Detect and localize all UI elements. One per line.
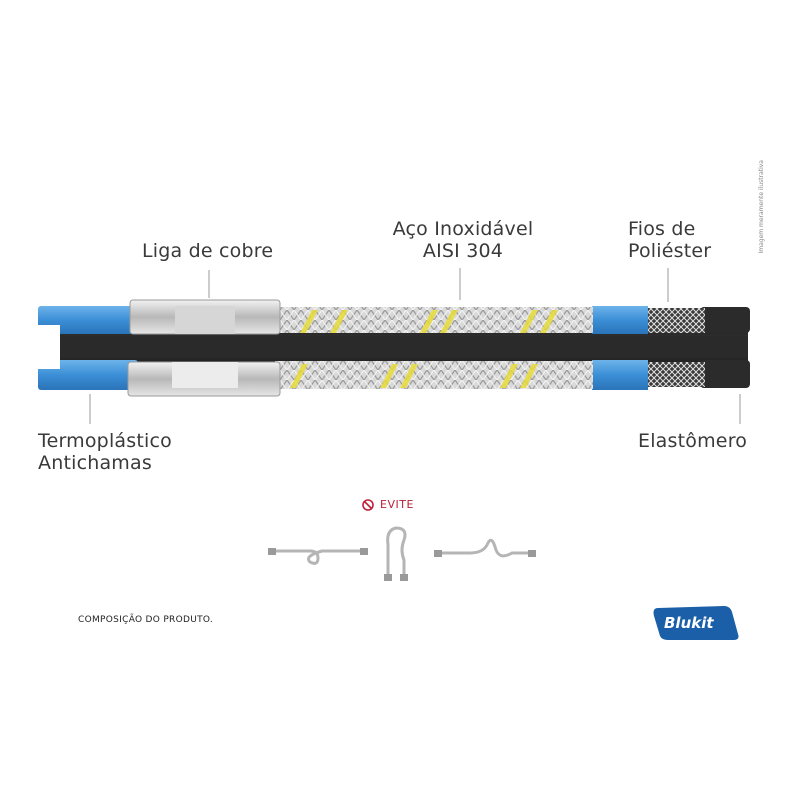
label-aco-inoxidavel: Aço Inoxidável AISI 304 [388,218,538,262]
illustrative-image-note: Imagem meramente ilustrativa [758,160,765,254]
polyester-mesh-top [645,308,705,333]
blue-thermoplastic-top-left [38,306,138,334]
avoid-loop-hose [270,549,366,565]
avoid-folded-hose [386,526,407,577]
evite-label: EVITE [380,498,414,511]
label-fios-de-poliester: Fios de Poliéster [628,218,711,262]
steel-braid-bottom [275,361,593,389]
prohibited-icon [362,498,374,511]
blue-thermoplastic-top-right [592,306,648,334]
label-liga-line-1: Liga de cobre [142,240,274,262]
label-aco-line-2: AISI 304 [422,240,504,262]
hose-bore [58,336,748,356]
product-composition-caption: COMPOSIÇÃO DO PRODUTO. [78,615,214,625]
label-liga-de-cobre: Liga de cobre [142,240,273,262]
label-termo-line-2: Antichamas [38,452,152,474]
label-fios-line-2: Poliéster [628,240,712,262]
blue-thermoplastic-bottom-right [592,360,648,390]
elastomer-end-bottom [700,360,750,388]
evite-warning: EVITE [362,498,414,511]
label-termo-line-1: Termoplástico [38,430,172,452]
avoid-twisted-hose [436,538,534,558]
label-fios-line-1: Fios de [628,218,696,240]
label-elast-line-1: Elastômero [638,430,748,452]
blue-thermoplastic-bottom-left [38,360,138,390]
blukit-logo [653,606,739,640]
avoid-diagram-fittings [268,548,536,581]
avoid-diagrams [270,526,534,577]
label-termoplastico-antichamas: Termoplástico Antichamas [38,430,172,474]
yellow-braid-strands [290,310,558,388]
copper-alloy-sleeve-neck-bottom [172,362,238,388]
hose-left-opening [38,325,60,369]
label-aco-line-1: Aço Inoxidável [392,218,534,240]
blukit-logo-text: Blukit [664,614,714,632]
label-elastomero: Elastômero [638,430,747,452]
polyester-mesh-bottom [645,362,705,387]
elastomer-end-top [700,307,750,333]
copper-alloy-sleeve-neck-top [175,306,235,334]
